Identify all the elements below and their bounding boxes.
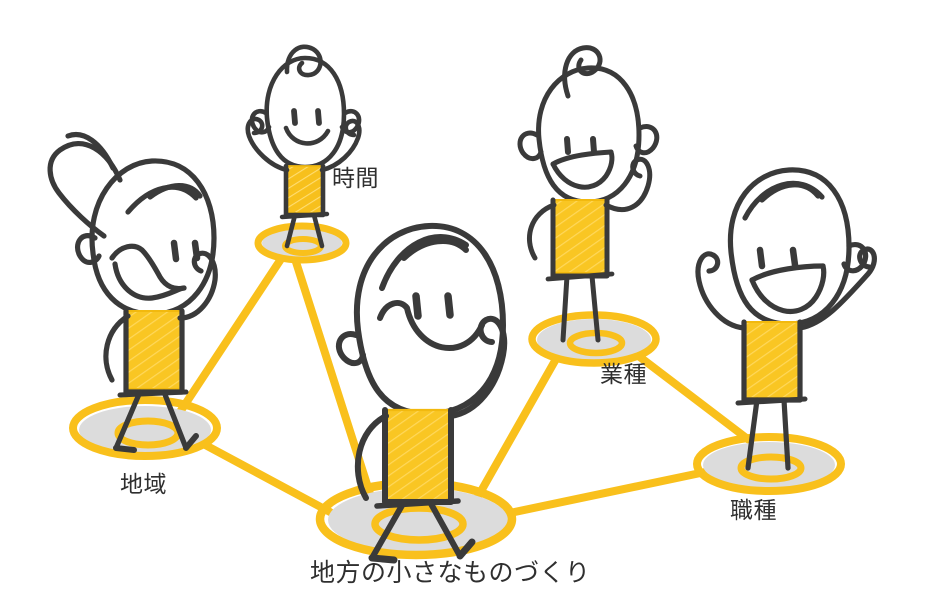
figure-jikan[interactable] — [245, 44, 362, 249]
link-center-shokushu — [501, 467, 714, 518]
link-group — [176, 255, 753, 518]
node-label-chiiki: 地域 — [120, 472, 167, 498]
link-chiiki-center — [192, 436, 334, 516]
figure-shokushu[interactable] — [695, 167, 877, 471]
platform-jikan[interactable] — [254, 222, 350, 264]
link-gyoshu-shokushu — [624, 344, 753, 444]
figure-chiiki[interactable] — [47, 132, 218, 453]
link-center-gyoshu — [472, 348, 564, 504]
node-label-shokushu: 職種 — [730, 498, 777, 524]
link-chiiki-jikan — [176, 255, 285, 416]
node-label-jikan: 時間 — [332, 166, 379, 192]
figure-center[interactable] — [336, 222, 508, 564]
platform-chiiki[interactable] — [69, 396, 221, 460]
platform-shokushu[interactable] — [693, 433, 845, 495]
node-label-gyoshu: 業種 — [600, 362, 647, 388]
node-label-center: 地方の小さなものづくり — [310, 558, 591, 587]
figure-gyoshu[interactable] — [517, 45, 660, 343]
